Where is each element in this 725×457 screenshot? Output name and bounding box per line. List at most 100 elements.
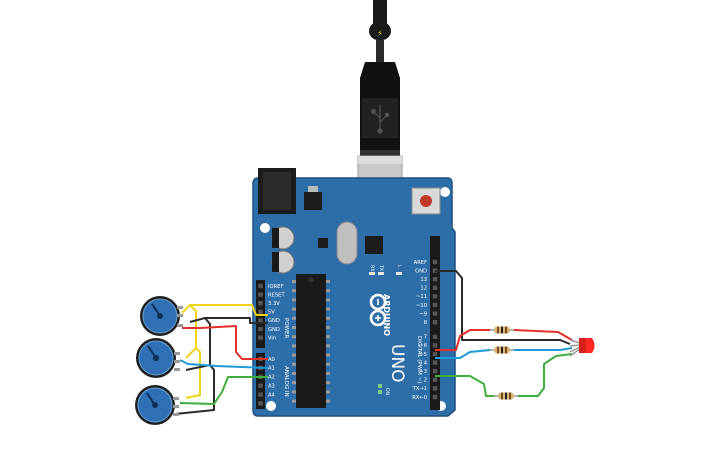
mounting-hole [260, 223, 270, 233]
wire-yellow-5v [181, 304, 268, 316]
wire-blue-d5 [435, 349, 491, 359]
digital-pin-label: GND [415, 268, 427, 274]
wire-blue-led [514, 347, 573, 351]
power-pin-label: 5V [268, 310, 275, 316]
digital-pin-hole[interactable] [432, 334, 438, 339]
digital-pin-label: ~9 [419, 311, 427, 317]
model-label: UNO [387, 344, 407, 383]
analog-pin-hole[interactable] [258, 392, 263, 397]
potentiometer-2[interactable] [136, 338, 180, 378]
chip-pin [292, 390, 296, 394]
chip-pin [292, 381, 296, 385]
digital-title: DIGITAL (PWM ~) [416, 336, 422, 383]
led-label-on: ON [384, 388, 390, 395]
digital-pin-hole[interactable] [432, 394, 438, 400]
rgb-led[interactable] [569, 338, 595, 357]
wire-red-a0 [182, 325, 268, 360]
analog-pin-hole[interactable] [258, 401, 263, 406]
analog-pin-label: A3 [268, 384, 275, 390]
digital-pin-hole[interactable] [432, 351, 438, 357]
digital-pin-hole[interactable] [432, 311, 438, 316]
reset-button[interactable] [411, 187, 441, 215]
digital-pin-label: 7 [424, 335, 427, 341]
analog-title: ANALOG IN [283, 366, 289, 397]
digital-pin-hole[interactable] [432, 343, 438, 348]
resistor-blue[interactable] [490, 346, 514, 354]
digital-pin-label: ~10 [416, 303, 427, 309]
analog-pin-hole[interactable] [258, 383, 263, 388]
chip-pin [292, 335, 296, 339]
wire-red-led [513, 329, 573, 341]
digital-pin-hole[interactable] [432, 369, 438, 374]
resistor-green[interactable] [494, 392, 518, 400]
wire-yellow-pot2 [185, 304, 197, 359]
digital-pin-hole[interactable] [432, 277, 438, 282]
chip-pin [326, 362, 330, 366]
brand-label: ARDUINO [382, 294, 391, 336]
arduino-logo [369, 293, 387, 327]
power-pin-label: RESET [268, 292, 285, 298]
atmega-chip [292, 274, 330, 408]
mounting-hole [440, 187, 450, 197]
chip-pin [326, 289, 330, 293]
power-pin-hole[interactable] [258, 318, 263, 323]
digital-pin-label: ~11 [416, 294, 427, 300]
plug-bolt-icon: ⚡ [377, 29, 383, 38]
led-label-tx: TX [378, 264, 384, 271]
chip-pin [292, 289, 296, 293]
digital-pin-hole[interactable] [432, 386, 438, 391]
resistor-red[interactable] [490, 326, 514, 334]
chip-pin [292, 316, 296, 320]
power-pin-hole[interactable] [258, 283, 263, 289]
power-pin-label: IOREF [268, 284, 283, 290]
wire-black-gnd [189, 317, 268, 324]
analog-pin-label: A5 [268, 401, 275, 407]
chip-pin [292, 326, 296, 329]
digital-pin-hole[interactable] [432, 259, 438, 265]
chip-pin [326, 381, 330, 385]
chip-pin [326, 390, 330, 394]
digital-pin-label: RX←0 [412, 395, 427, 401]
wire-black-pot2 [185, 317, 211, 371]
digital-pin-label: AREF [414, 260, 427, 266]
power-pin-hole[interactable] [258, 309, 263, 314]
digital-pin-hole[interactable] [432, 360, 438, 365]
chip-pin [326, 372, 330, 375]
digital-pin-label: ~3 [419, 369, 427, 375]
usb-symbol-icon [371, 105, 390, 134]
chip-pin [326, 353, 330, 357]
capacitor [271, 226, 295, 250]
digital-pin-hole[interactable] [432, 320, 438, 325]
potentiometer-3[interactable] [135, 385, 179, 425]
digital-pin-hole[interactable] [432, 294, 438, 299]
digital-pin-hole[interactable] [432, 285, 438, 290]
digital-pin-label: 13 [420, 277, 427, 283]
digital-pin-label: 2 [424, 378, 427, 384]
dc-jack [258, 168, 296, 214]
analog-pin-label: A2 [268, 375, 275, 381]
analog-header[interactable] [256, 353, 265, 409]
power-pin-hole[interactable] [258, 292, 263, 297]
led-label-l: L [396, 265, 402, 268]
power-pin-hole[interactable] [258, 335, 263, 340]
analog-pin-label: A0 [268, 357, 275, 363]
digital-pin-hole[interactable] [432, 302, 438, 308]
power-pin-label: GND [268, 318, 280, 324]
chip-pin [292, 372, 296, 375]
chip-pin [326, 280, 330, 283]
digital-header[interactable] [430, 236, 440, 410]
chip-pin [292, 399, 296, 403]
analog-pin-label: A1 [268, 366, 275, 372]
digital-pin-label: 4 [424, 360, 428, 366]
wire-blue-a1 [179, 359, 269, 369]
crystal-oscillator [336, 221, 358, 265]
potentiometer-1[interactable] [140, 296, 183, 336]
power-pin-label: 3.3V [268, 301, 280, 307]
power-pin-hole[interactable] [258, 326, 263, 332]
chip-pin [292, 307, 296, 311]
digital-pin-hole[interactable] [432, 377, 438, 382]
power-pin-hole[interactable] [258, 301, 263, 306]
